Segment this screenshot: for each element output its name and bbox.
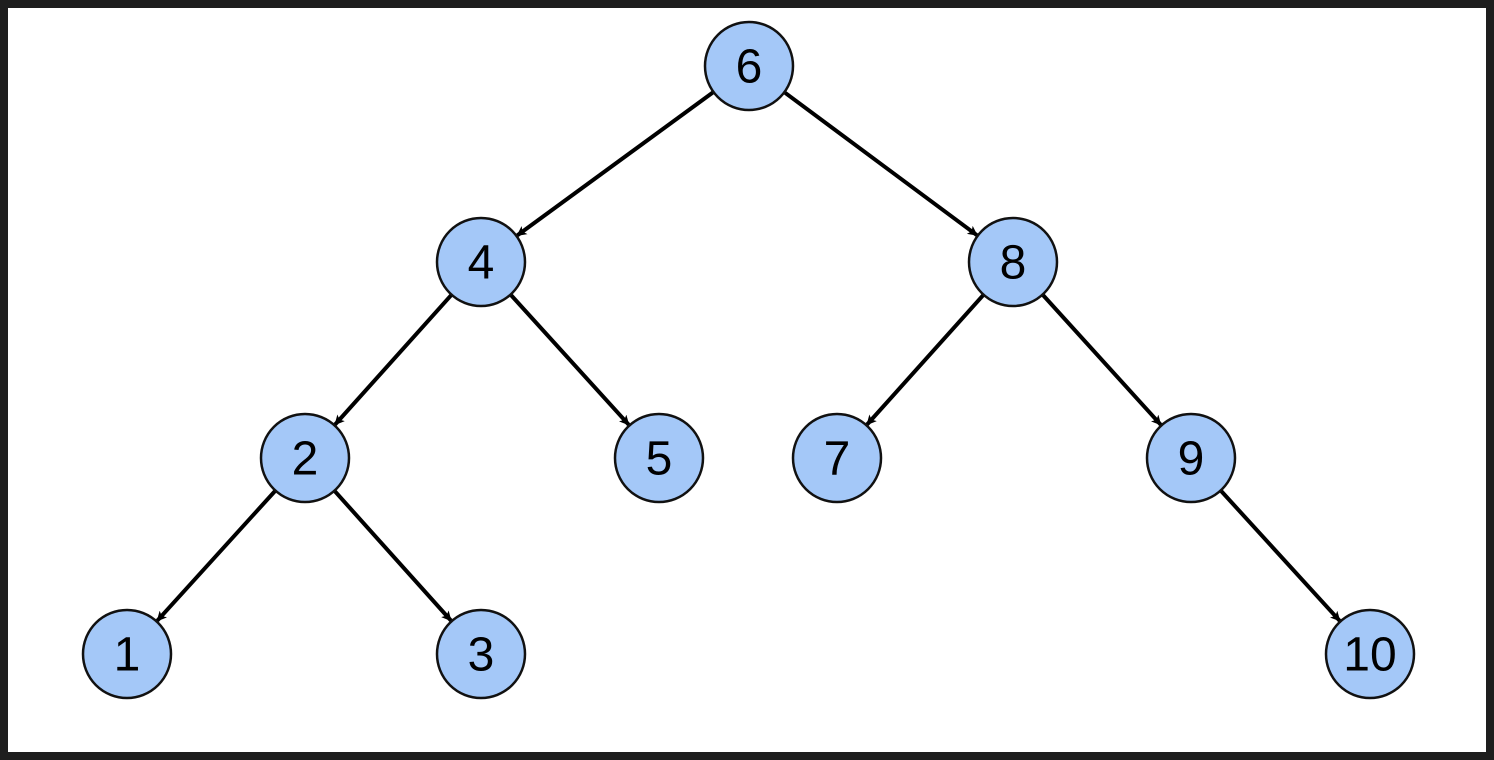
node-label: 10 <box>1343 629 1396 682</box>
edge-n6-to-n4 <box>516 90 715 238</box>
tree-node-6: 6 <box>703 20 795 112</box>
edge-n9-to-n10 <box>1219 489 1342 623</box>
node-circle <box>967 216 1059 308</box>
node-circle <box>81 608 173 700</box>
edge-n6-to-n8 <box>783 90 979 237</box>
edge-n2-to-n3 <box>332 489 453 622</box>
edge-n8-to-n7 <box>865 293 986 426</box>
tree-node-3: 3 <box>435 608 527 700</box>
node-label: 7 <box>824 433 851 486</box>
tree-node-4: 4 <box>435 216 527 308</box>
node-circle <box>435 216 527 308</box>
node-circle <box>1324 608 1416 700</box>
tree-node-9: 9 <box>1145 412 1237 504</box>
nodes-layer: 6 4 8 2 5 7 9 1 3 10 <box>81 20 1416 700</box>
node-label: 5 <box>646 433 673 486</box>
node-label: 1 <box>114 629 141 682</box>
tree-node-2: 2 <box>259 412 351 504</box>
edge-n4-to-n2 <box>333 293 454 426</box>
tree-node-10: 10 <box>1324 608 1416 700</box>
tree-node-1: 1 <box>81 608 173 700</box>
node-circle <box>703 20 795 112</box>
node-label: 8 <box>1000 237 1027 290</box>
node-circle <box>259 412 351 504</box>
node-circle <box>791 412 883 504</box>
node-circle <box>1145 412 1237 504</box>
edge-n2-to-n1 <box>155 489 277 623</box>
tree-node-7: 7 <box>791 412 883 504</box>
node-circle <box>613 412 705 504</box>
node-label: 6 <box>736 41 763 94</box>
tree-node-8: 8 <box>967 216 1059 308</box>
node-label: 3 <box>468 629 495 682</box>
node-label: 4 <box>468 237 495 290</box>
edges-layer <box>155 90 1342 623</box>
node-label: 2 <box>292 433 319 486</box>
diagram-canvas <box>8 8 1486 752</box>
edge-n8-to-n9 <box>1041 293 1163 427</box>
edge-n4-to-n5 <box>509 293 631 427</box>
node-circle <box>435 608 527 700</box>
tree-node-5: 5 <box>613 412 705 504</box>
node-label: 9 <box>1178 433 1205 486</box>
